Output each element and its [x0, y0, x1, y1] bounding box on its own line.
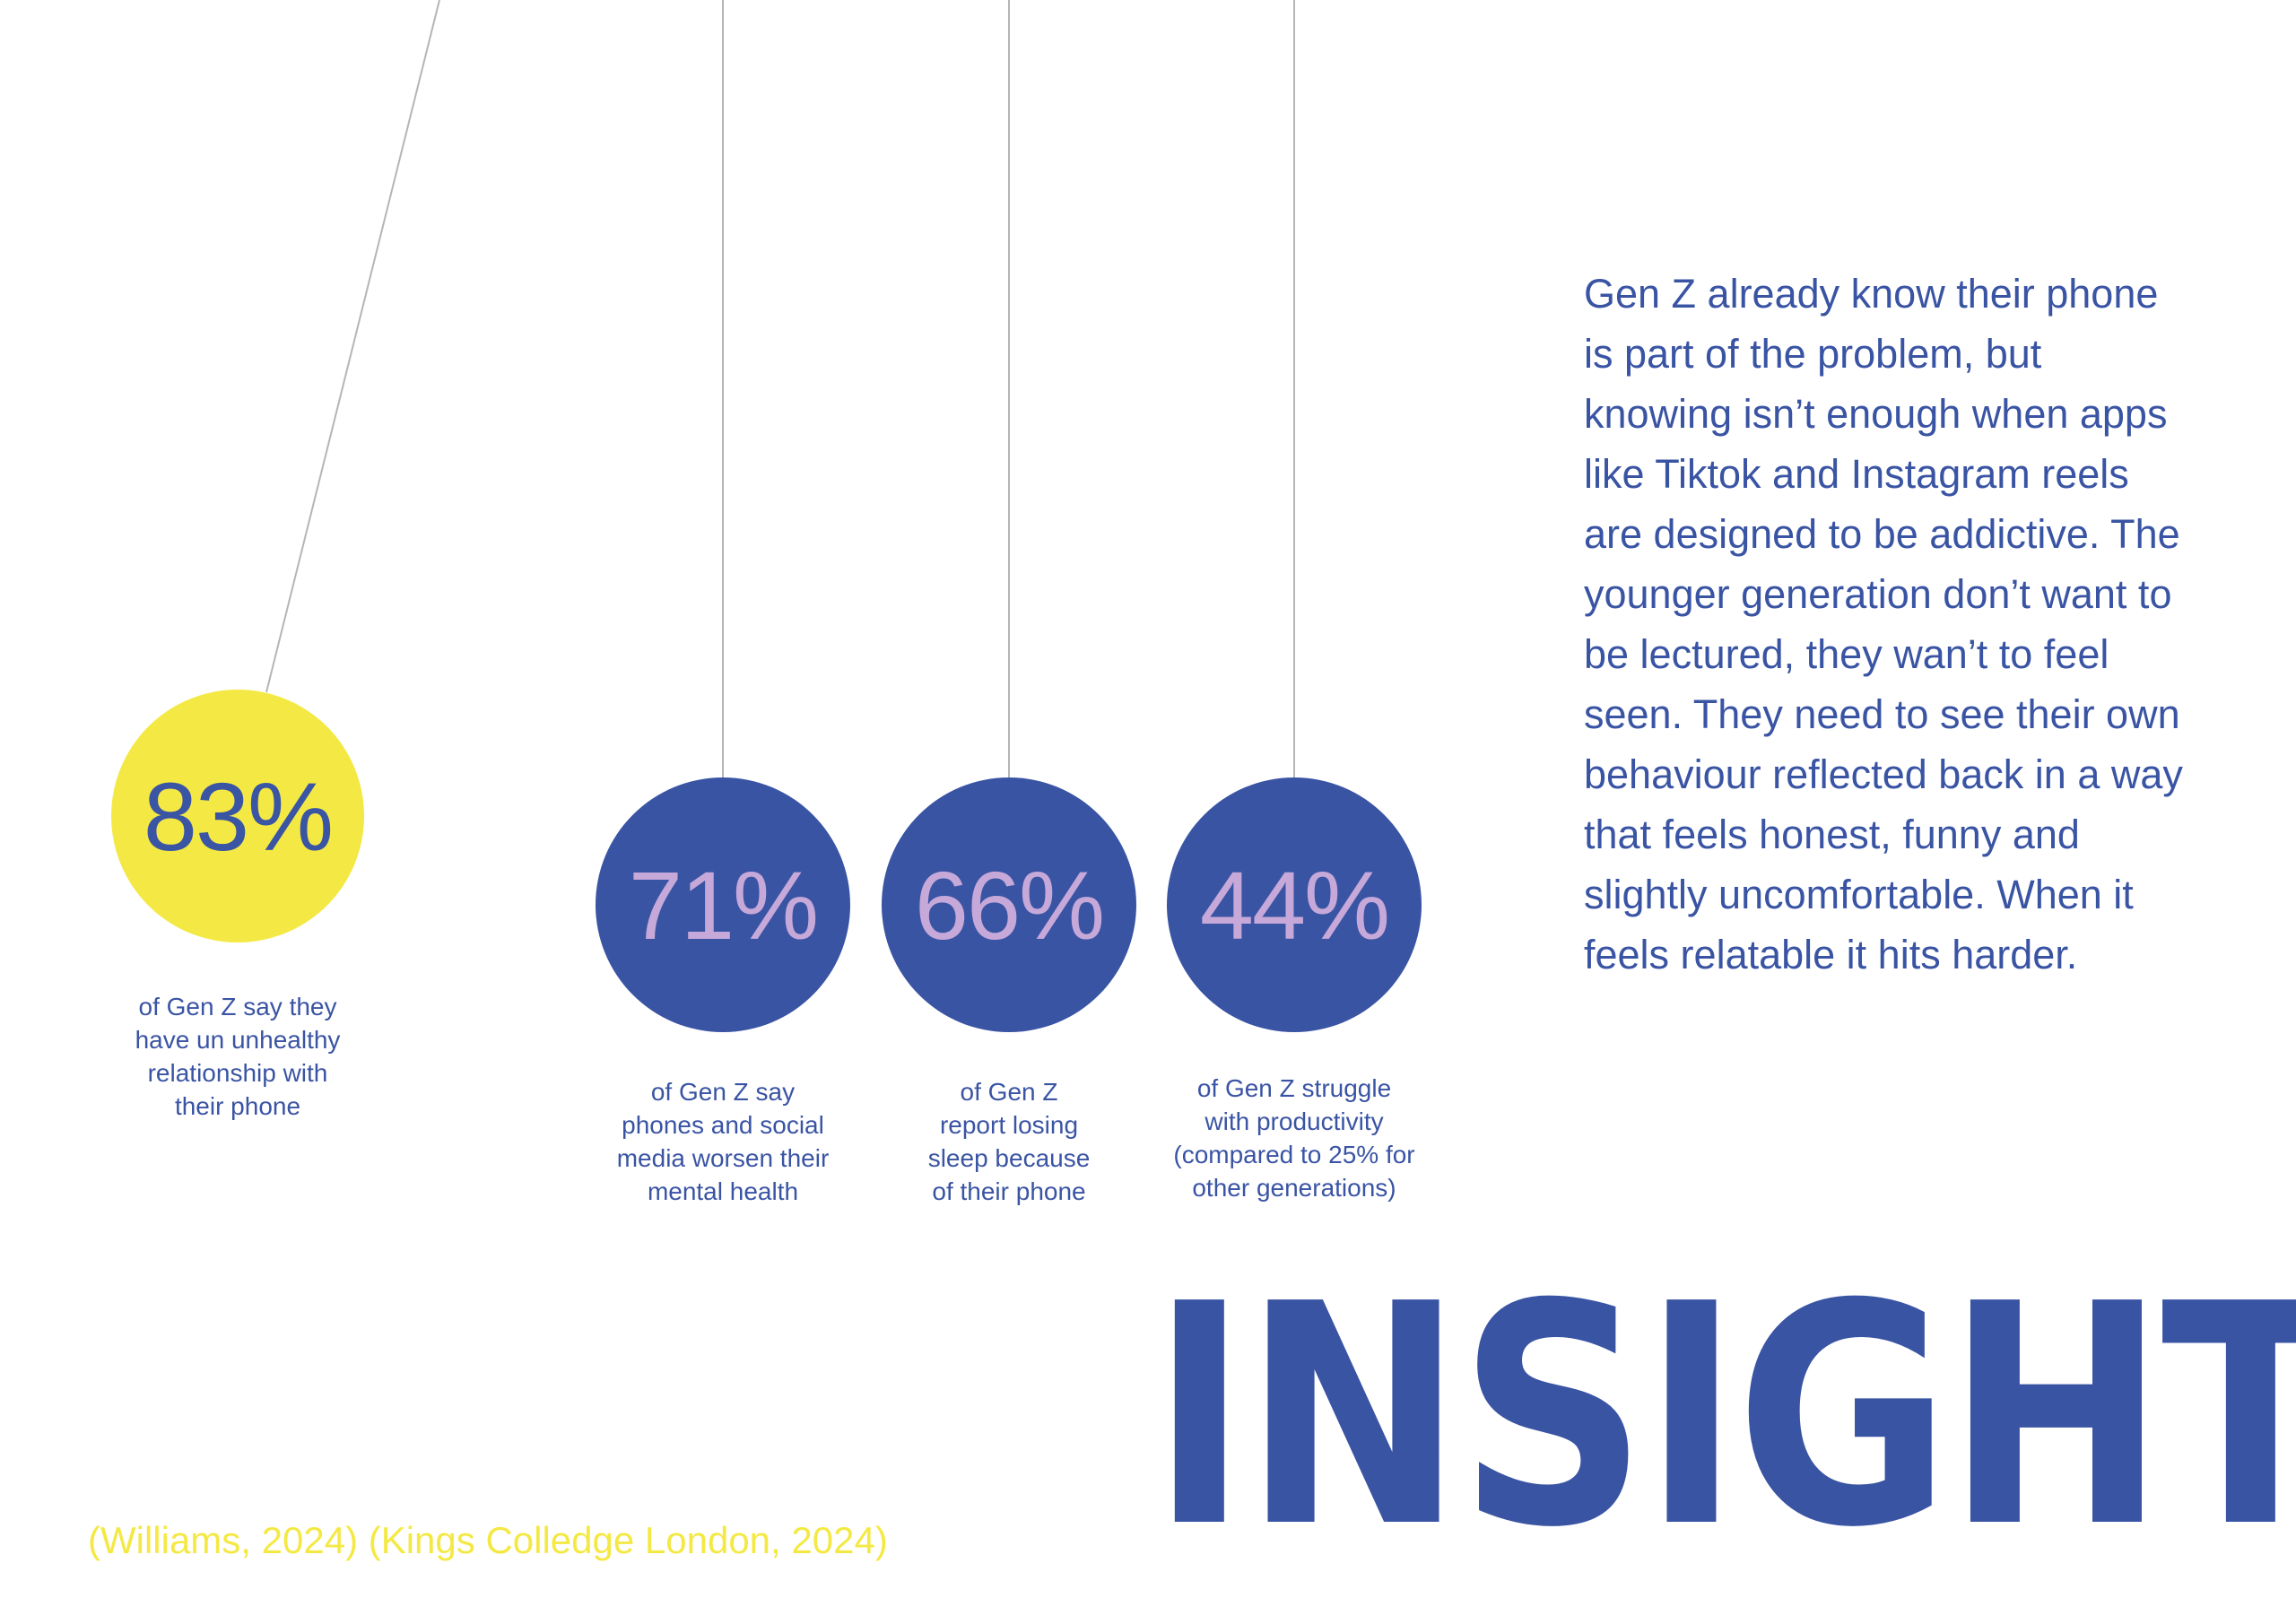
stat-ball-44: 44%: [1167, 777, 1422, 1032]
stat-ball-83: 83%: [111, 690, 364, 942]
stat-caption-83: of Gen Z say they have un unhealthy rela…: [135, 993, 341, 1120]
stat-caption-71: of Gen Z say phones and social media wor…: [616, 1078, 830, 1205]
stat-ball-66: 66%: [882, 777, 1136, 1032]
stat-ball-71: 71%: [596, 777, 850, 1032]
insight-paragraph: Gen Z already know their phone is part o…: [1584, 271, 2183, 977]
stat-caption-44: of Gen Z struggle with productivity (com…: [1173, 1074, 1415, 1202]
string-83: [265, 0, 440, 693]
citation: (Williams, 2024) (Kings Colledge London,…: [88, 1519, 888, 1561]
insight-heading: INSIGHT: [1151, 1239, 2296, 1594]
stat-caption-66: of Gen Z report losing sleep because of …: [927, 1078, 1091, 1205]
